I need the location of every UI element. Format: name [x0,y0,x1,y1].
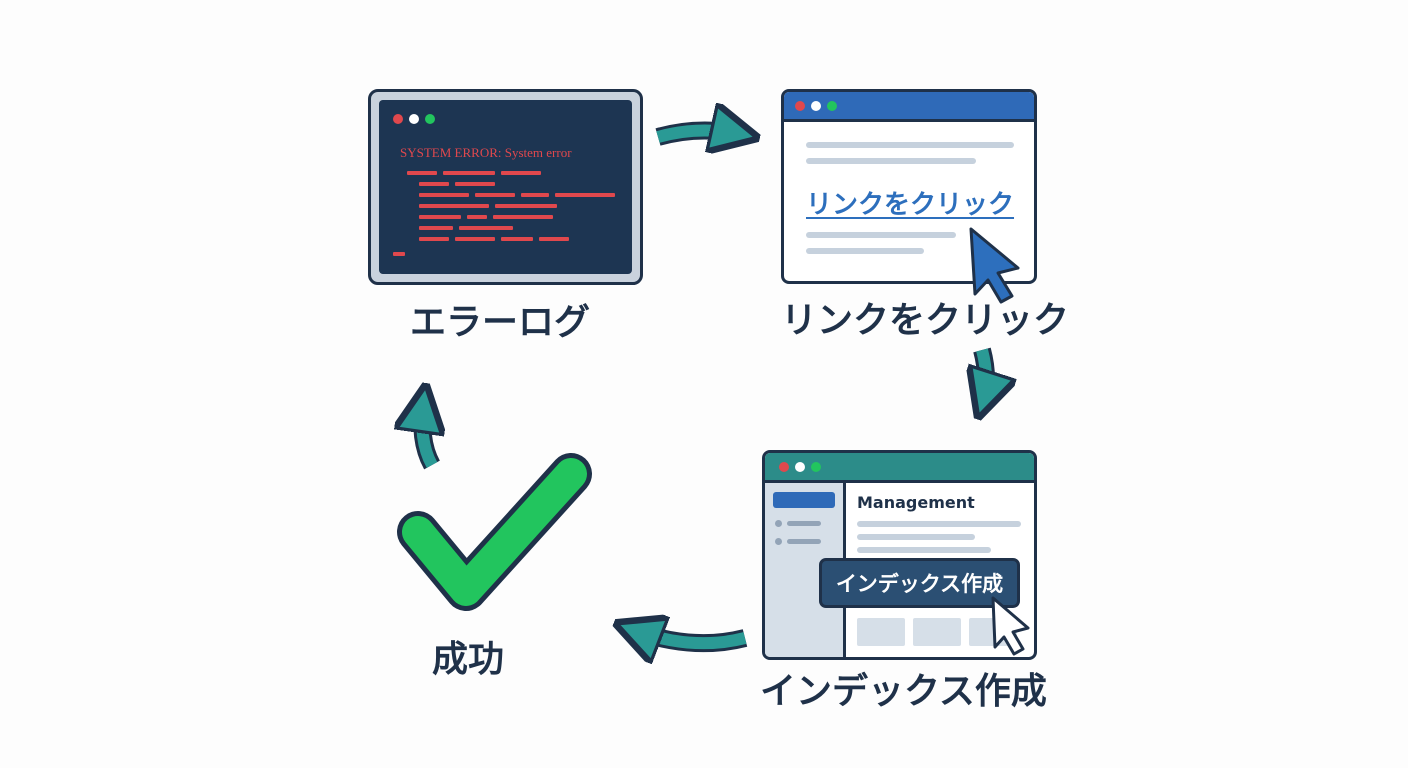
sidebar-item [787,539,821,544]
stage-label-create-index: インデックス作成 [760,671,1047,712]
sidebar-bullet [775,520,782,527]
text-placeholder-line [806,232,956,238]
index-browser-window: Management [762,450,1037,660]
cycle-arrow-icon [655,130,745,137]
text-placeholder-line [857,534,975,540]
cycle-arrow-icon [982,347,986,405]
error-message: SYSTEM ERROR: System error [400,145,572,160]
text-placeholder-line [857,547,991,553]
code-line [419,215,461,219]
text-placeholder-line [806,248,924,254]
browser-titlebar [784,92,1034,122]
code-line [419,182,449,186]
code-line [455,182,495,186]
error-log-window: SYSTEM ERROR: System error [368,89,643,285]
code-line [455,237,495,241]
close-dot-icon [779,462,789,472]
page-link[interactable]: リンクをクリック [806,190,1015,220]
code-line [443,171,495,175]
cursor-arrow-icon [991,596,1030,656]
code-line [407,171,437,175]
terminal-screen: SYSTEM ERROR: System error [379,100,632,274]
text-placeholder-line [806,142,1014,148]
maximize-dot-icon [425,114,435,124]
minimize-dot-icon [795,462,805,472]
text-placeholder-line [857,521,1021,527]
cycle-arrow-icon [628,628,748,643]
maximize-dot-icon [811,462,821,472]
code-line [501,237,533,241]
text-placeholder-line [806,158,976,164]
minimize-dot-icon [409,114,419,124]
stage-label-click-link: リンクをクリック [781,300,1070,341]
browser-titlebar [765,453,1034,483]
code-line [521,193,549,197]
code-line [419,226,453,230]
content-tile [913,618,961,646]
code-line [459,226,513,230]
content-tile [857,618,905,646]
minimize-dot-icon [811,101,821,111]
code-line [393,252,405,256]
stage-label-error-log: エラーログ [410,302,591,343]
code-line [475,193,515,197]
sidebar-active-item [773,492,835,508]
close-dot-icon [393,114,403,124]
stage-label-success: 成功 [432,639,505,680]
checkmark-fill [402,458,587,606]
code-line [555,193,615,197]
sidebar-item [787,521,821,526]
management-header: Management [857,493,975,512]
create-index-button[interactable]: インデックス作成 [819,558,1020,608]
code-line [419,193,469,197]
sidebar-bullet [775,538,782,545]
cursor-arrow-icon [969,227,1020,304]
code-line [493,215,553,219]
maximize-dot-icon [827,101,837,111]
code-line [495,204,557,208]
code-line [419,237,449,241]
code-line [501,171,541,175]
cycle-arrow-icon [422,398,432,470]
code-line [539,237,569,241]
code-line [467,215,487,219]
close-dot-icon [795,101,805,111]
code-line [419,204,489,208]
